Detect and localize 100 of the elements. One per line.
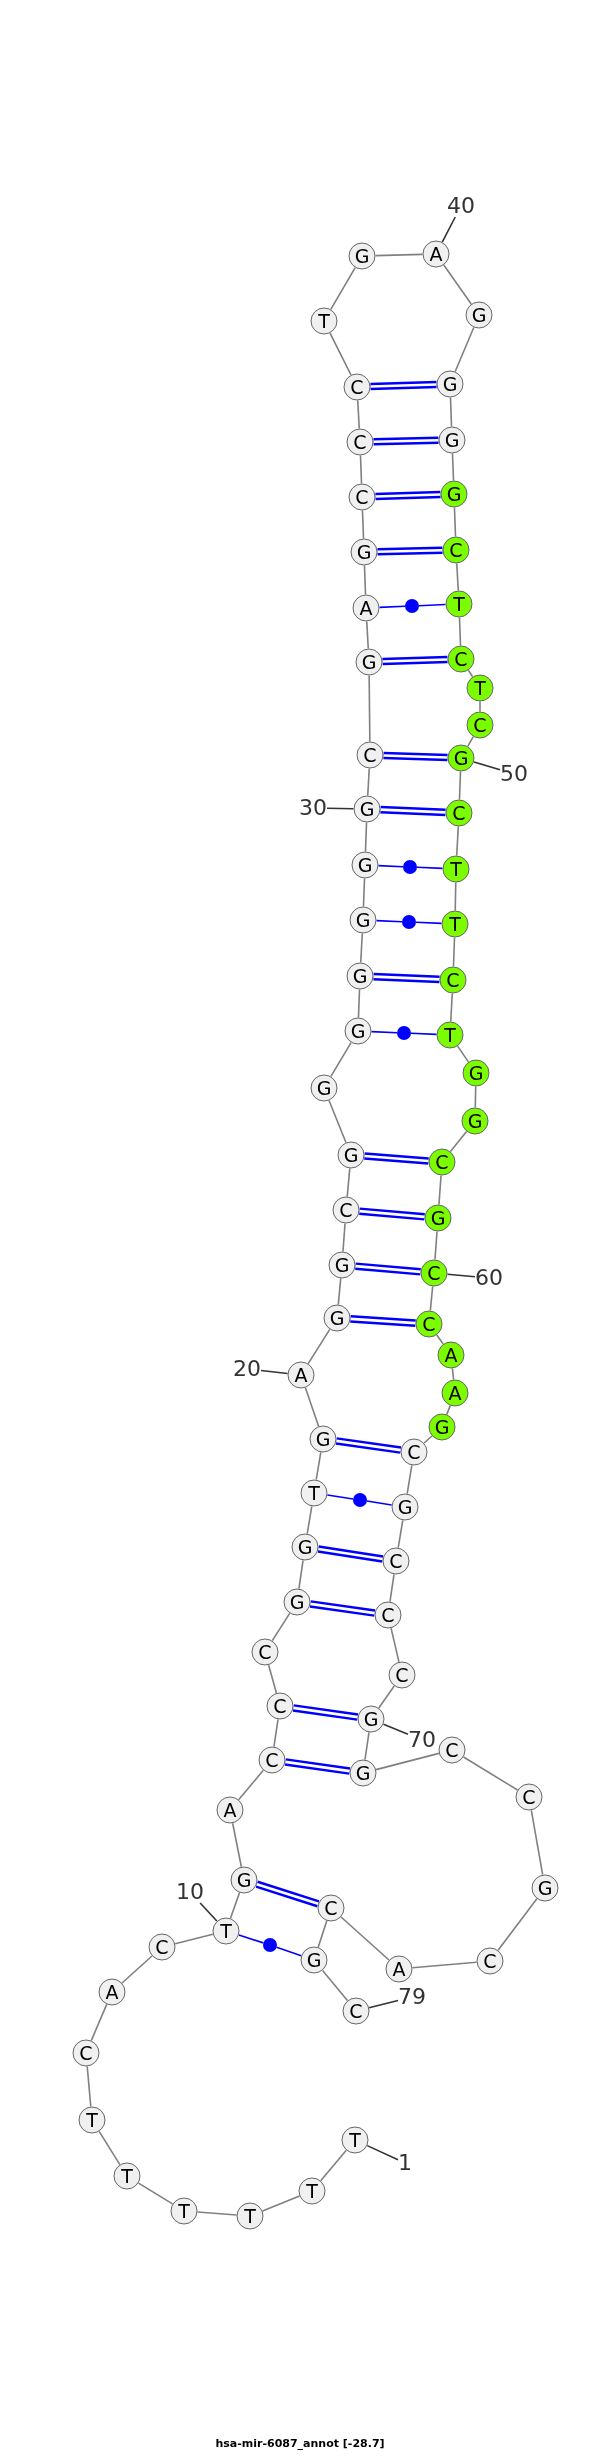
nucleotide-circle: G — [348, 242, 376, 270]
nucleotide-circle: T — [466, 674, 494, 702]
nucleotide-circle: C — [438, 1736, 466, 1764]
base-pair-line — [382, 655, 448, 666]
base-pair-line — [378, 605, 406, 609]
base-pair-line — [364, 1152, 429, 1165]
backbone-line — [340, 1916, 390, 1961]
nucleotide-circle: C — [515, 1783, 543, 1811]
dot-icon — [405, 599, 419, 613]
leader-line — [260, 1369, 289, 1375]
backbone-line — [364, 1731, 370, 1761]
backbone-line — [374, 253, 424, 257]
backbone-line — [361, 509, 365, 540]
base-pair-line — [370, 1030, 398, 1034]
nucleotide-circle: G — [428, 1413, 456, 1441]
backbone-line — [330, 266, 356, 311]
nucleotide-circle: G — [351, 851, 379, 879]
nucleotide-circle: G — [461, 1107, 489, 1135]
nucleotide-circle: C — [442, 536, 470, 564]
nucleotide-circle: G — [350, 538, 378, 566]
nucleotide-circle: C — [258, 1746, 286, 1774]
dot-icon — [397, 1026, 411, 1040]
nucleotide-circle: C — [415, 1310, 443, 1338]
nucleotide-circle: G — [447, 744, 475, 772]
backbone-line — [98, 2130, 121, 2166]
backbone-line — [458, 616, 462, 647]
backbone-line — [454, 326, 475, 373]
base-pair-line — [415, 921, 443, 925]
backbone-line — [231, 1822, 243, 1868]
nucleotide-circle: A — [216, 1796, 244, 1824]
backbone-line — [467, 669, 474, 678]
nucleotide-circle: T — [445, 590, 473, 618]
backbone-line — [137, 2182, 174, 2205]
nucleotide-circle: G — [349, 906, 377, 934]
base-pair-line — [335, 1437, 402, 1454]
position-number: 30 — [299, 797, 327, 819]
backbone-line — [368, 674, 371, 743]
backbone-line — [442, 264, 473, 305]
base-pair-line — [383, 751, 448, 762]
base-pair-line — [375, 490, 441, 501]
nucleotide-circle: T — [442, 855, 470, 883]
position-number: 70 — [408, 1729, 436, 1751]
nucleotide-circle: G — [328, 1251, 356, 1279]
backbone-line — [342, 1222, 346, 1253]
backbone-line — [359, 932, 364, 964]
nucleotide-circle: C — [400, 1438, 428, 1466]
nucleotide-circle: C — [343, 373, 371, 401]
backbone-line — [267, 1664, 278, 1694]
backbone-line — [449, 396, 453, 428]
backbone-line — [466, 735, 475, 748]
base-pair-line — [238, 1934, 265, 1944]
backbone-line — [453, 506, 457, 538]
base-pair-line — [418, 603, 447, 607]
base-pair-line — [370, 380, 437, 391]
backbone-line — [530, 1809, 544, 1876]
backbone-line — [455, 825, 460, 857]
base-pair-line — [375, 919, 403, 923]
nucleotide-circle: G — [353, 795, 381, 823]
backbone-line — [121, 1955, 153, 1984]
nucleotide-circle: C — [476, 1947, 504, 1975]
backbone-line — [462, 1756, 519, 1791]
nucleotide-circle: T — [170, 2197, 198, 2225]
nucleotide-circle: T — [78, 2106, 106, 2134]
leader-line — [326, 807, 355, 810]
nucleotide-circle: G — [424, 1204, 452, 1232]
nucleotide-circle: A — [385, 1955, 413, 1983]
backbone-line — [449, 992, 454, 1023]
nucleotide-circle: C — [251, 1638, 279, 1666]
dot-icon — [403, 860, 417, 874]
backbone-line — [346, 1167, 351, 1198]
backbone-line — [434, 1230, 438, 1261]
backbone-line — [229, 1891, 241, 1920]
leader-line — [382, 1723, 409, 1736]
backbone-line — [429, 1285, 434, 1312]
base-pair-line — [377, 864, 404, 868]
base-pair-line — [377, 546, 443, 556]
backbone-line — [451, 452, 455, 482]
nucleotide-circle: A — [352, 594, 380, 622]
nucleotide-circle: G — [531, 1874, 559, 1902]
nucleotide-circle: T — [341, 2126, 369, 2154]
backbone-line — [362, 877, 366, 908]
backbone-line — [329, 332, 352, 376]
nucleotide-circle: G — [346, 962, 374, 990]
backbone-line — [319, 2149, 348, 2182]
nucleotide-circle: C — [447, 645, 475, 673]
nucleotide-circle: A — [422, 240, 450, 268]
position-number: 50 — [500, 763, 528, 785]
backbone-line — [390, 1627, 400, 1663]
base-pair-line — [317, 1545, 384, 1563]
base-pair-line — [410, 1032, 438, 1036]
nucleotide-circle: G — [357, 1705, 385, 1733]
nucleotide-circle: C — [428, 1148, 456, 1176]
backbone-line — [298, 1559, 304, 1590]
backbone-line — [363, 564, 367, 596]
nucleotide-circle: T — [300, 1479, 328, 1507]
dot-icon — [263, 1938, 277, 1952]
nucleotide-circle: C — [342, 1997, 370, 2025]
nucleotide-circle: G — [349, 1759, 377, 1787]
backbone-line — [497, 1898, 538, 1951]
nucleotide-circle: T — [436, 1021, 464, 1049]
